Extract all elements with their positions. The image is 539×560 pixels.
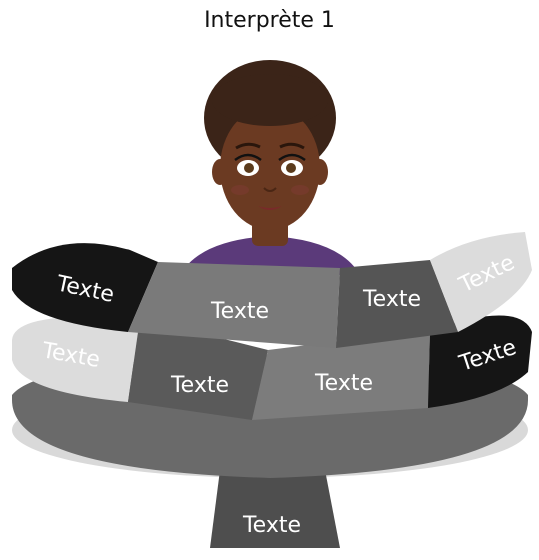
ring-top-segment-2: [128, 262, 340, 348]
woman-avatar: [180, 60, 360, 275]
avatar-ear-left: [212, 159, 228, 185]
ring-middle-segment-2: [128, 318, 268, 420]
ring-middle-segment-3: [252, 330, 430, 420]
avatar-nose: [263, 187, 277, 192]
avatar-cheek-left: [231, 185, 249, 195]
avatar-brow-left: [235, 142, 261, 150]
ring-top-segment-4: [430, 232, 532, 332]
ring-middle: Texte Texte Texte Texte: [12, 315, 532, 420]
avatar-lash-right: [278, 153, 306, 162]
ring-top-label-3: Texte: [362, 287, 421, 312]
ring-middle-label-2: Texte: [170, 373, 229, 398]
ring-top-segment-1: [12, 243, 158, 332]
avatar-ear-right: [312, 159, 328, 185]
avatar-mouth: [258, 206, 282, 210]
avatar-cheek-right: [291, 185, 309, 195]
base-stem-label: Texte: [242, 513, 301, 538]
avatar-iris-right: [286, 163, 296, 173]
base-stem: [210, 470, 340, 548]
avatar-hair-curls: [212, 74, 328, 126]
ring-middle-segment-4: [428, 315, 532, 408]
ring-top-segment-3: [336, 260, 458, 348]
avatar-iris-left: [244, 163, 254, 173]
ring-top-label-2: Texte: [210, 299, 269, 324]
diagram-title: Interprète 1: [204, 8, 335, 33]
ring-middle-label-3: Texte: [314, 371, 373, 396]
avatar-lash-left: [234, 153, 262, 162]
ring-middle-segment-1: [12, 316, 140, 402]
avatar-brow-right: [279, 142, 305, 150]
ring-top: Texte Texte Texte Texte: [12, 232, 532, 348]
avatar-face: [220, 106, 320, 230]
